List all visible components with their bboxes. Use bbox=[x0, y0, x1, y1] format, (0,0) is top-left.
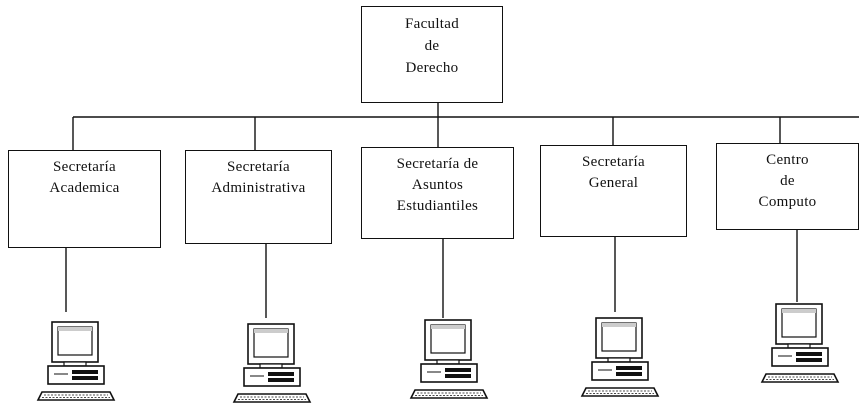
root-label-line-3: Derecho bbox=[405, 60, 459, 76]
department-label-line-2: Administrativa bbox=[211, 180, 306, 196]
department-box-general: Secretaría General bbox=[540, 145, 687, 237]
root-label-line-2: de bbox=[424, 38, 440, 54]
department-label-line-2: Academica bbox=[49, 180, 120, 196]
department-box-academica: Secretaría Academica bbox=[8, 150, 161, 248]
department-box-centro-de-computo: Centro de Computo bbox=[716, 143, 859, 230]
computer-icon bbox=[581, 317, 659, 397]
department-label-line-1: Secretaría bbox=[53, 159, 116, 175]
department-label-line-1: Centro bbox=[766, 152, 809, 168]
department-label-line-2: General bbox=[588, 175, 639, 191]
computer-icon bbox=[233, 323, 311, 403]
department-label-line-3: Estudiantiles bbox=[396, 198, 479, 214]
root-label-line-1: Facultad bbox=[404, 16, 460, 32]
department-label-line-2: de bbox=[780, 173, 795, 189]
department-label-line-1: Secretaría de bbox=[396, 156, 479, 172]
computer-icon bbox=[761, 303, 839, 383]
computer-icon bbox=[37, 321, 115, 401]
computer-icon bbox=[410, 319, 488, 399]
root-box: Facultad de Derecho bbox=[361, 6, 503, 103]
department-label-line-2: Asuntos bbox=[411, 177, 464, 193]
department-label-line-1: Secretaría bbox=[582, 154, 645, 170]
department-box-asuntos-estudiantiles: Secretaría de Asuntos Estudiantiles bbox=[361, 147, 514, 239]
department-box-administrativa: Secretaría Administrativa bbox=[185, 150, 332, 244]
department-label-line-1: Secretaría bbox=[227, 159, 290, 175]
department-label-line-3: Computo bbox=[758, 194, 817, 210]
